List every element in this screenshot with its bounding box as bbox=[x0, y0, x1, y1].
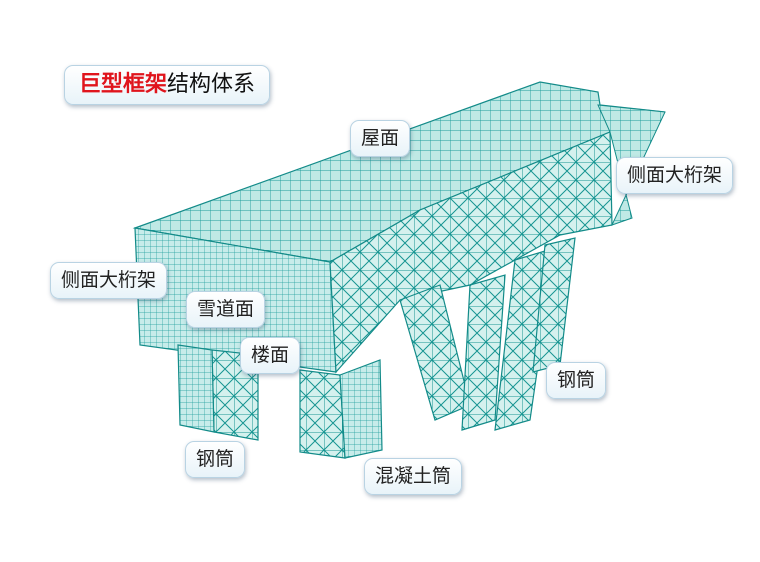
label-steel-tube-right: 钢筒 bbox=[546, 362, 607, 399]
inclined-steel-tube-1 bbox=[399, 284, 471, 421]
inclined-steel-tube-2 bbox=[461, 274, 506, 431]
diagram-title: 巨型框架结构体系 bbox=[64, 65, 271, 105]
concrete-tube-column bbox=[299, 369, 346, 459]
label-steel-tube-left: 钢筒 bbox=[185, 441, 246, 478]
label-floor: 楼面 bbox=[240, 337, 301, 374]
label-side-truss-right: 侧面大桁架 bbox=[616, 157, 734, 194]
label-concrete-tube: 混凝土筒 bbox=[364, 458, 463, 495]
title-rest: 结构体系 bbox=[167, 72, 256, 97]
label-snow-deck: 雪道面 bbox=[186, 291, 266, 328]
label-roof: 屋面 bbox=[350, 120, 411, 157]
concrete-tube-side bbox=[339, 359, 383, 459]
title-highlight: 巨型框架 bbox=[79, 72, 168, 97]
label-side-truss-left: 侧面大桁架 bbox=[50, 262, 168, 299]
side-facade bbox=[329, 131, 613, 374]
left-concrete-wall bbox=[177, 344, 215, 433]
